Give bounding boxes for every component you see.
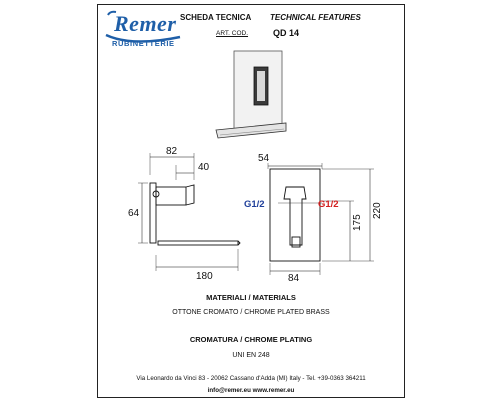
dim-front-height: 220 xyxy=(372,202,383,219)
dim-front-width: 54 xyxy=(258,153,270,164)
footer-contacts: info@remer.eu www.remer.eu xyxy=(207,387,295,394)
plating-title: CROMATURA / CHROME PLATING xyxy=(189,335,313,344)
dim-side-total: 82 xyxy=(166,146,178,157)
thread-left-label: G1/2 xyxy=(244,199,265,210)
side-view-drawing xyxy=(138,153,241,271)
footer-address: Via Leonardo da Vinci 83 - 20062 Cassano… xyxy=(136,375,366,382)
remer-logo: Remer RUBINETTERIE xyxy=(102,9,184,55)
title-italian: SCHEDA TECNICA xyxy=(180,13,252,22)
dim-side-height: 64 xyxy=(128,208,140,219)
logo-swoosh-icon xyxy=(105,10,181,43)
technical-drawing: 82 40 64 180 54 84 220 175 G1/2 G1/2 xyxy=(128,50,383,284)
art-code-label: ART. COD. xyxy=(216,30,249,37)
front-view-drawing xyxy=(267,163,374,275)
materials-title: MATERIALI / MATERIALS xyxy=(206,293,296,302)
dim-side-spout-top: 40 xyxy=(198,162,210,173)
logo-wordmark: Remer xyxy=(114,11,177,36)
technical-sheet: Remer RUBINETTERIE SCHEDA TECNICA TECHNI… xyxy=(97,4,405,398)
logo-subtitle: RUBINETTERIE xyxy=(112,39,175,48)
art-code-value: QD 14 xyxy=(273,28,300,38)
dim-front-center: 175 xyxy=(352,214,363,231)
title-english: TECHNICAL FEATURES xyxy=(270,13,361,22)
plating-norm: UNI EN 248 xyxy=(232,352,270,359)
materials-line: OTTONE CROMATO / CHROME PLATED BRASS xyxy=(172,309,330,316)
dim-side-projection: 180 xyxy=(196,271,213,282)
thread-right-label: G1/2 xyxy=(318,199,339,210)
dim-front-base: 84 xyxy=(288,273,300,284)
product-photo xyxy=(215,50,287,139)
